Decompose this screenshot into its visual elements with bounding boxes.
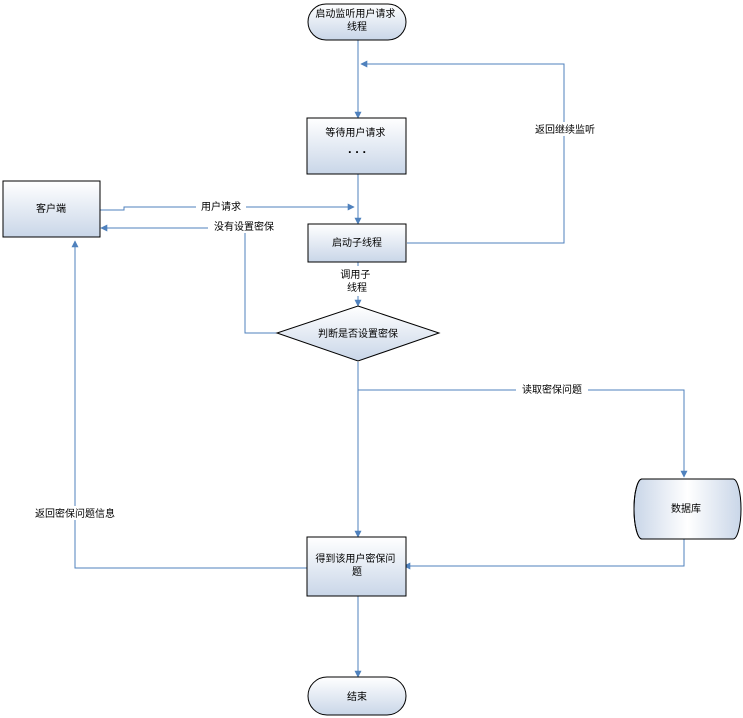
label-call-sub-line1: 调用子 [340, 269, 370, 281]
label-user-request: 用户请求 [201, 200, 241, 213]
node-database: 数据库 [633, 478, 742, 540]
node-start: 启动监听用户请求 线程 [307, 3, 407, 41]
edge-db-to-getq [403, 538, 685, 570]
label-read-question: 读取密保问题 [522, 383, 582, 396]
label-call-sub-line2: 线程 [347, 281, 367, 294]
node-wait-ellipsis: . . . [348, 145, 366, 156]
edge-continue-listen [360, 60, 565, 244]
svg-text:数据库: 数据库 [671, 502, 701, 515]
node-end-label: 结束 [347, 690, 367, 703]
node-client: 客户端 [2, 180, 101, 238]
node-client-label: 客户端 [36, 202, 66, 215]
edge-no-security [100, 224, 277, 334]
svg-text:调用子 线程: 调用子 线程 [340, 269, 373, 294]
node-get-question-line2: 题 [352, 566, 362, 578]
label-return-info: 返回密保问题信息 [35, 507, 115, 520]
label-no-security: 没有设置密保 [214, 220, 274, 233]
node-end: 结束 [307, 676, 407, 716]
node-decision-label: 判断是否设置密保 [318, 327, 398, 340]
svg-text:启动子线程: 启动子线程 [332, 236, 382, 249]
edge-read-question [358, 389, 688, 478]
svg-text:判断是否设置密保: 判断是否设置密保 [318, 327, 398, 340]
node-wait-request: 等待用户请求 . . . [306, 117, 407, 175]
label-continue-listen: 返回继续监听 [535, 123, 595, 136]
node-decision-security: 判断是否设置密保 [275, 305, 441, 362]
svg-text:启动监听用户请求 线程: 启动监听用户请求 线程 [315, 7, 398, 33]
svg-text:得到该用户密保问 题: 得到该用户密保问 题 [315, 552, 398, 578]
node-start-line1: 启动监听用户请求 [315, 7, 395, 20]
svg-text:结束: 结束 [347, 690, 367, 703]
svg-text:客户端: 客户端 [36, 202, 66, 215]
svg-text:等待用户请求 . . .: 等待用户请求 . . . [325, 126, 388, 156]
node-start-subthread: 启动子线程 [307, 223, 407, 263]
edge-return-info [71, 240, 307, 569]
node-database-label: 数据库 [671, 502, 701, 515]
node-get-question: 得到该用户密保问 题 [306, 536, 407, 597]
node-start-line2: 线程 [347, 20, 367, 33]
node-start-subthread-label: 启动子线程 [332, 236, 382, 249]
node-wait-label: 等待用户请求 [325, 126, 385, 139]
node-get-question-line1: 得到该用户密保问 [315, 552, 395, 565]
